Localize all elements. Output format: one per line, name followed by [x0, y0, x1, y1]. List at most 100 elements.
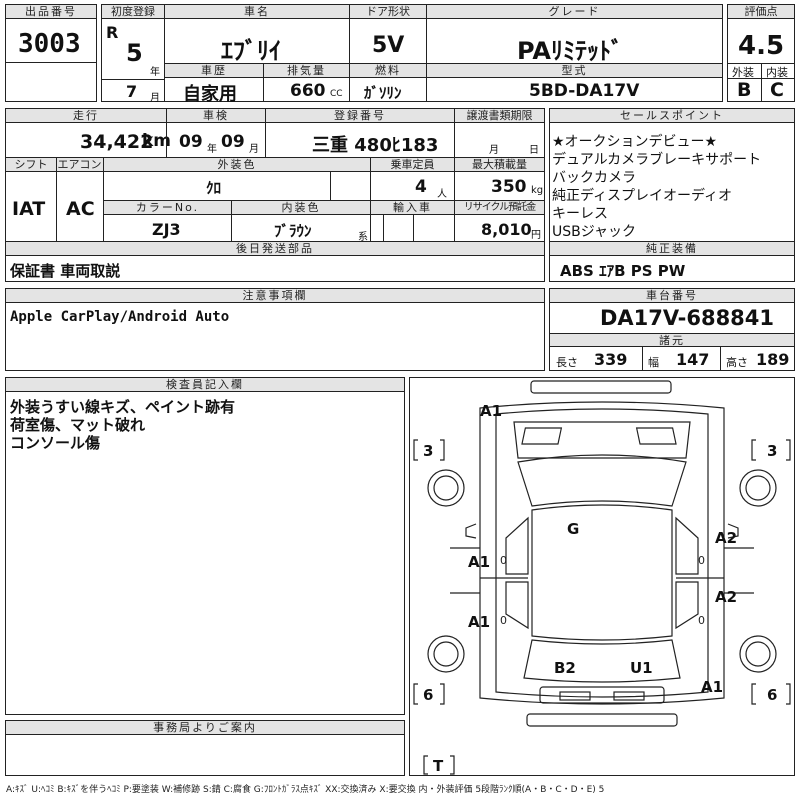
genuine-equipment-header: 純正装備 [550, 242, 794, 256]
car-name-header: 車名 [165, 5, 349, 19]
overall-score: 4.5 [738, 31, 785, 61]
sales-point: ★オークションデビュー★ [552, 134, 718, 150]
max-load-unit: kg [531, 185, 544, 196]
month-unit: 月 [150, 93, 160, 104]
registration-number-box: 登録番号 三重 480ﾋ183 [265, 108, 455, 158]
inspector-note: 外装うすい線キズ、ペイント跡有 [10, 398, 236, 416]
mark-zero: 0 [500, 554, 507, 567]
model-box: 型式 5BD-DA17V [426, 63, 723, 102]
notes: Apple CarPlay/Android Auto [10, 309, 230, 325]
import-box: 輸入車 [370, 200, 455, 242]
recycle-box: リサイクル預託金 8,010 円 [454, 200, 545, 242]
mark-tire-rr: 6 [767, 686, 777, 704]
exterior-grade: B [737, 79, 752, 101]
car-name: ｴﾌﾞﾘｲ [221, 37, 281, 65]
mark-left-rear-door: A1 [468, 613, 490, 631]
registration-number-header: 登録番号 [266, 109, 454, 123]
inspection-month: 09 [221, 132, 245, 152]
notes-box: 注意事項欄 Apple CarPlay/Android Auto [5, 288, 545, 371]
mark-zero: 0 [698, 614, 705, 627]
mark-tire-fr: 3 [767, 442, 777, 460]
shift: IAT [12, 198, 46, 220]
mileage-box: 走行 34,422 km [5, 108, 171, 158]
score-box: 評価点 4.5 外装 内装 B C [727, 4, 795, 102]
cc-unit: CC [330, 89, 343, 99]
lot-number: 3003 [18, 29, 81, 59]
capacity-header: 乗車定員 [371, 158, 454, 172]
car-diagram: A1 3 3 G A1 A2 A1 A2 B2 U1 A1 6 6 T 0 0 … [413, 380, 791, 775]
mark-rear-corner: A1 [701, 678, 723, 696]
first-registration-box: 初度登録 R 5 年 7 月 [101, 4, 165, 104]
width-label: 幅 [648, 356, 659, 369]
history: 自家用 [183, 84, 237, 105]
year-unit: 年 [150, 67, 160, 78]
mark-tire-rl: 6 [423, 686, 433, 704]
height-label: 高さ [726, 356, 748, 369]
exterior-color-box: 外装色 ｸﾛ [103, 157, 371, 201]
recycle-deposit: 8,010 [481, 220, 532, 239]
fuel: ｶﾞｿﾘﾝ [364, 84, 402, 102]
aircon: AC [66, 198, 95, 220]
history-header: 車歴 [165, 64, 263, 78]
recycle-unit: 円 [531, 230, 541, 241]
chassis-box: 車台番号 DA17V-688841 諸元 長さ 339 幅 147 高さ 189 [549, 288, 795, 371]
registration-number: 三重 480ﾋ183 [312, 135, 439, 156]
sales-points-box: セールスポイント ★オークションデビュー★ デュアルカメラブレーキサポート バッ… [549, 108, 795, 242]
mileage-unit: km [142, 131, 172, 151]
mark-front: A1 [480, 402, 502, 420]
exterior-color-header: 外装色 [104, 158, 370, 172]
inspection-year: 09 [179, 132, 203, 152]
mileage-header: 走行 [6, 109, 166, 123]
notes-header: 注意事項欄 [6, 289, 544, 303]
height: 189 [756, 350, 790, 369]
model: 5BD-DA17V [529, 81, 640, 101]
import-header: 輸入車 [371, 201, 454, 215]
car-diagram-box: A1 3 3 G A1 A2 A1 A2 B2 U1 A1 6 6 T 0 0 … [409, 377, 795, 776]
mark-right-rear-door: A2 [715, 588, 737, 606]
mark-zero: 0 [500, 614, 507, 627]
registration-month: 7 [126, 82, 138, 101]
mark-left-front-door: A1 [468, 553, 490, 571]
transfer-day-unit: 日 [529, 145, 539, 156]
length: 339 [594, 350, 628, 369]
color-number-header: カラーNo. [104, 201, 231, 215]
inspector-note: 荷室傷、マット破れ [10, 416, 146, 434]
inspection-box: 車検 09 年 09 月 [166, 108, 266, 158]
interior-color: ﾌﾞﾗｳﾝ [274, 222, 312, 240]
legend: A:ｷｽﾞ U:ﾍｺﾐ B:ｷｽﾞを伴うﾍｺﾐ P:要塗装 W:補修跡 S:錆 … [6, 785, 605, 795]
genuine-equipment: ABS ｴｱB PS PW [560, 262, 686, 280]
sales-point: キーレス [552, 206, 608, 222]
office-box: 事務局よりご案内 [5, 720, 405, 776]
office-header: 事務局よりご案内 [6, 721, 404, 735]
door-type-header: ドア形状 [350, 5, 426, 19]
interior-grade-label: 内装 [766, 66, 788, 79]
displacement-header: 排気量 [264, 64, 349, 78]
max-load-box: 最大積載量 350 kg [454, 157, 545, 201]
lot-number-box: 出品番号 3003 [5, 4, 97, 102]
fuel-header: 燃料 [350, 64, 426, 78]
grade: PAﾘﾐﾃｯﾄﾞ [517, 37, 623, 65]
inspection-year-unit: 年 [207, 144, 217, 155]
mark-spare: T [433, 757, 444, 775]
aircon-header: エアコン [56, 158, 103, 172]
registration-year: 5 [126, 39, 143, 67]
mark-right-front-door: A2 [715, 529, 737, 547]
mileage: 34,422 [80, 131, 154, 153]
transfer-deadline-header: 譲渡書類期限 [455, 109, 544, 123]
inspection-month-unit: 月 [249, 144, 259, 155]
interior-color-box: 内装色 ﾌﾞﾗｳﾝ 系 [231, 200, 371, 243]
mark-tire-fl: 3 [423, 442, 433, 460]
capacity-unit: 人 [437, 189, 447, 200]
sales-point: 純正ディスプレイオーディオ [552, 188, 733, 204]
sales-point: バックカメラ [552, 170, 636, 186]
inspection-header: 車検 [167, 109, 265, 123]
width: 147 [676, 350, 710, 369]
interior-color-suffix: 系 [358, 232, 368, 243]
color-number-box: カラーNo. ZJ3 [103, 200, 232, 242]
capacity-box: 乗車定員 4 人 [370, 157, 455, 201]
dimensions-header: 諸元 [550, 333, 794, 347]
model-header: 型式 [427, 64, 722, 78]
transfer-month-unit: 月 [489, 145, 499, 156]
mark-roof: G [567, 520, 579, 538]
door-type: 5V [372, 33, 405, 58]
